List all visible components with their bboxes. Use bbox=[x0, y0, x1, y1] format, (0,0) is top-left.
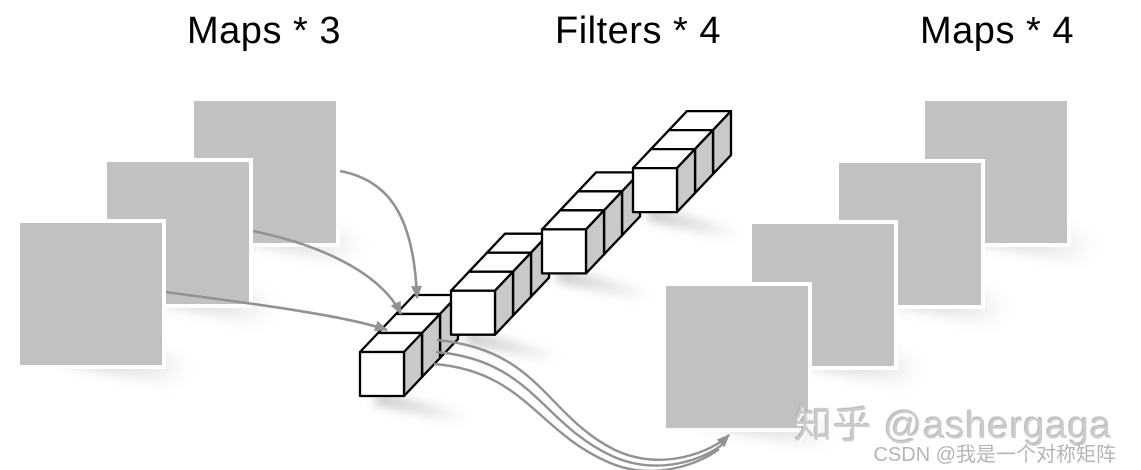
watermark-csdn: CSDN @我是一个对称矩阵 bbox=[873, 444, 1116, 466]
title-filters: Filters * 4 bbox=[555, 10, 721, 52]
title-output-maps: Maps * 4 bbox=[920, 10, 1074, 52]
watermark-zhihu: 知乎 @ashergaga bbox=[794, 405, 1112, 447]
output-map-square bbox=[662, 282, 812, 432]
input-map-square bbox=[16, 219, 166, 369]
title-input-maps: Maps * 3 bbox=[187, 10, 341, 52]
